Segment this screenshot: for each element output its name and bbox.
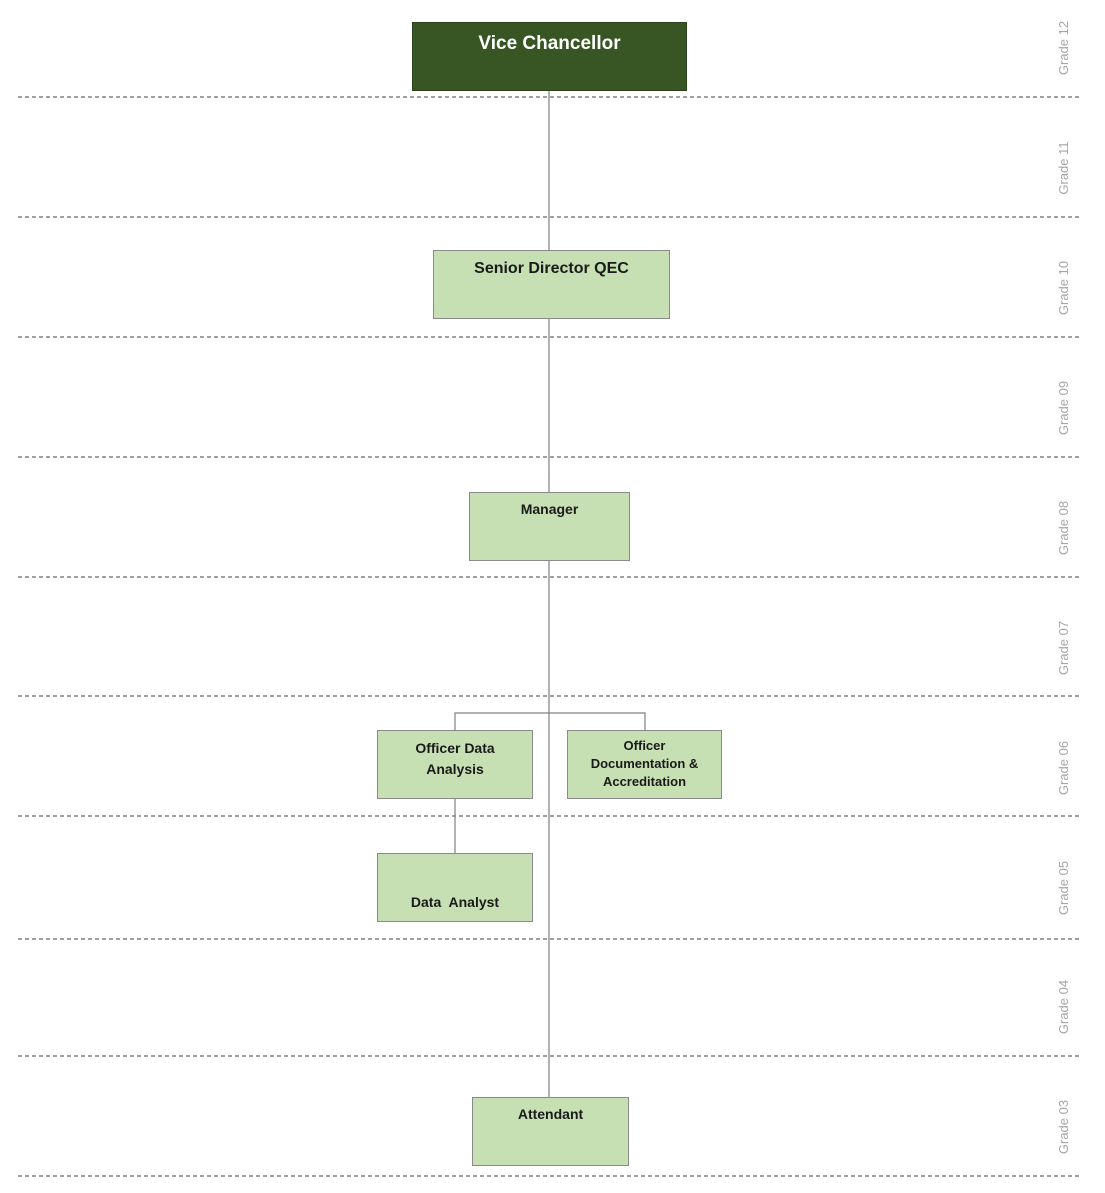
grade-label-12: Grade 12	[1056, 20, 1071, 76]
data-analyst-label: Data Analyst	[410, 894, 500, 910]
senior-director-label: Senior Director QEC	[474, 260, 629, 277]
grade-label-08: Grade 08	[1056, 500, 1071, 556]
manager-label: Manager	[520, 501, 579, 517]
grade-label-09: Grade 09	[1056, 380, 1071, 436]
vice-chancellor-box: Vice Chancellor	[412, 22, 687, 91]
grade-label-04: Grade 04	[1056, 979, 1071, 1035]
grade-label-07: Grade 07	[1056, 620, 1071, 676]
connectors	[454, 90, 646, 1098]
officer-data-analysis-label-line1: Officer Data	[415, 740, 495, 756]
grade-label-06: Grade 06	[1056, 740, 1071, 796]
data-analyst-box: Data Analyst	[377, 853, 533, 922]
officer-documentation-label-line1: Officer	[623, 738, 666, 753]
attendant-box: Attendant	[472, 1097, 629, 1166]
officers-branch-connector	[454, 712, 646, 731]
grade-label-03: Grade 03	[1056, 1099, 1071, 1155]
manager-box: Manager	[469, 492, 630, 561]
officer-documentation-label-line2: Documentation &	[590, 756, 699, 771]
attendant-label: Attendant	[517, 1106, 584, 1122]
vice-chancellor-label: Vice Chancellor	[478, 33, 621, 54]
officer-documentation-box: Officer Documentation & Accreditation	[567, 730, 722, 799]
officer-data-analysis-label-line2: Analysis	[426, 761, 484, 777]
grade-label-11: Grade 11	[1056, 141, 1071, 195]
grade-label-05: Grade 05	[1056, 860, 1071, 916]
officer-data-analysis-box: Officer Data Analysis	[377, 730, 533, 799]
senior-director-box: Senior Director QEC	[433, 250, 670, 319]
officer-documentation-label-line3: Accreditation	[602, 774, 687, 789]
grade-dividers	[18, 96, 1082, 1177]
grade-label-10: Grade 10	[1056, 260, 1071, 316]
